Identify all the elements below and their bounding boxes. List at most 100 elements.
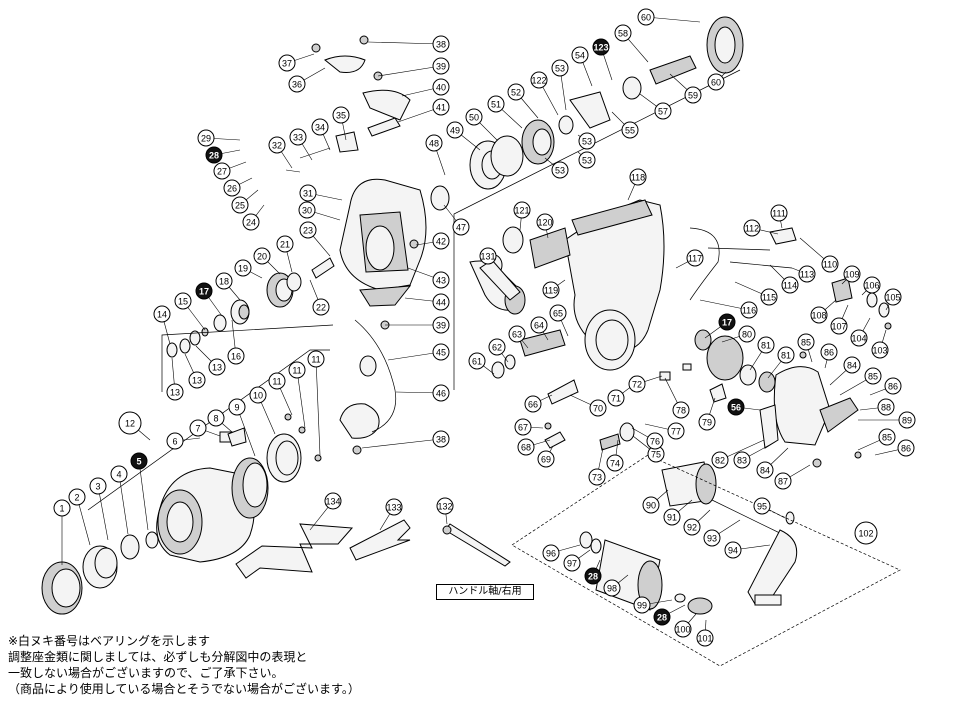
callout-number: 86 bbox=[901, 444, 911, 454]
callout-80: 80 bbox=[738, 325, 756, 343]
callout-number: 104 bbox=[851, 334, 866, 344]
callout-circle bbox=[311, 118, 329, 136]
callout-circle bbox=[653, 608, 671, 626]
callout-95: 95 bbox=[753, 497, 771, 515]
callout-circle bbox=[711, 451, 729, 469]
callout-number: 17 bbox=[722, 318, 732, 328]
callout-number: 96 bbox=[546, 549, 556, 559]
callout-circle bbox=[592, 38, 610, 56]
callout-78: 78 bbox=[672, 401, 690, 419]
callout-number: 45 bbox=[436, 348, 446, 358]
callout-11a: 11 bbox=[268, 372, 286, 390]
leader-line-3 bbox=[97, 485, 109, 541]
callout-132: 132 bbox=[436, 497, 454, 515]
callout-18: 18 bbox=[215, 272, 233, 290]
callout-68: 68 bbox=[517, 438, 535, 456]
callout-number: 18 bbox=[219, 277, 229, 287]
leader-line-4 bbox=[118, 473, 129, 535]
callout-79: 79 bbox=[698, 413, 716, 431]
callout-number: 114 bbox=[783, 281, 797, 291]
callout-30: 30 bbox=[298, 201, 316, 219]
callout-circle bbox=[898, 411, 916, 429]
callout-number: 51 bbox=[491, 100, 501, 110]
callout-131: 131 bbox=[479, 247, 497, 265]
leader-line-38b bbox=[361, 438, 442, 449]
callout-circle bbox=[276, 235, 294, 253]
callout-number: 89 bbox=[902, 416, 912, 426]
callout-number: 43 bbox=[436, 276, 446, 286]
callout-9: 9 bbox=[228, 398, 246, 416]
callout-circle bbox=[727, 398, 745, 416]
callout-circle bbox=[488, 338, 506, 356]
callout-circle bbox=[432, 293, 450, 311]
callout-circle bbox=[854, 521, 878, 545]
leader-line-39a bbox=[377, 65, 442, 77]
callout-circle bbox=[118, 411, 142, 435]
callout-circle bbox=[884, 377, 902, 395]
callout-69: 69 bbox=[537, 450, 555, 468]
callout-circle bbox=[877, 398, 895, 416]
callout-54: 54 bbox=[571, 46, 589, 64]
callout-circle bbox=[465, 108, 483, 126]
callout-circle bbox=[654, 102, 672, 120]
callout-28b: 28 bbox=[584, 567, 602, 585]
callout-circle bbox=[234, 259, 252, 277]
callout-48: 48 bbox=[425, 134, 443, 152]
callout-64: 64 bbox=[530, 316, 548, 334]
callout-82: 82 bbox=[711, 451, 729, 469]
callout-number: 1 bbox=[59, 504, 64, 514]
callout-number: 16 bbox=[231, 352, 241, 362]
callout-number: 119 bbox=[544, 286, 558, 296]
callout-circle bbox=[821, 255, 839, 273]
callout-number: 112 bbox=[745, 224, 759, 234]
callout-49: 49 bbox=[446, 121, 464, 139]
callout-number: 88 bbox=[881, 403, 891, 413]
callout-circle bbox=[621, 121, 639, 139]
callout-89: 89 bbox=[898, 411, 916, 429]
callout-circle bbox=[231, 196, 249, 214]
callout-number: 7 bbox=[195, 424, 200, 434]
spool-assembly bbox=[41, 413, 322, 615]
callout-number: 8 bbox=[213, 414, 218, 424]
callout-circle bbox=[68, 488, 86, 506]
callout-15: 15 bbox=[174, 292, 192, 310]
callout-circle bbox=[288, 361, 306, 379]
callout-52: 52 bbox=[507, 83, 525, 101]
callout-number: 81 bbox=[781, 351, 791, 361]
callout-number: 2 bbox=[74, 493, 79, 503]
callout-86b: 86 bbox=[884, 377, 902, 395]
callout-circle bbox=[436, 497, 454, 515]
callout-number: 63 bbox=[512, 330, 522, 340]
callout-circle bbox=[299, 184, 317, 202]
callout-number: 115 bbox=[762, 293, 776, 303]
callout-circle bbox=[223, 179, 241, 197]
callout-number: 76 bbox=[650, 437, 660, 447]
callout-number: 94 bbox=[728, 546, 738, 556]
callout-number: 36 bbox=[292, 80, 302, 90]
callout-number: 105 bbox=[885, 293, 900, 303]
callout-circle bbox=[188, 371, 206, 389]
callout-number: 5 bbox=[136, 457, 141, 467]
callout-41: 41 bbox=[432, 98, 450, 116]
callout-circle bbox=[268, 136, 286, 154]
callout-circle bbox=[452, 218, 470, 236]
callout-2: 2 bbox=[68, 488, 86, 506]
callout-circle bbox=[674, 620, 692, 638]
callout-number: 65 bbox=[553, 309, 563, 319]
callout-24: 24 bbox=[242, 213, 260, 231]
callout-circle bbox=[863, 276, 881, 294]
callout-number: 67 bbox=[518, 423, 528, 433]
callout-39a: 39 bbox=[432, 57, 450, 75]
callout-circle bbox=[189, 419, 207, 437]
callout-number: 27 bbox=[217, 167, 227, 177]
callout-44: 44 bbox=[432, 293, 450, 311]
callout-number: 95 bbox=[757, 502, 767, 512]
callout-circle bbox=[871, 341, 889, 359]
callout-number: 53 bbox=[582, 156, 592, 166]
callout-45: 45 bbox=[432, 343, 450, 361]
callout-number: 22 bbox=[316, 303, 326, 313]
callout-circle bbox=[213, 162, 231, 180]
callout-76: 76 bbox=[646, 432, 664, 450]
callout-number: 3 bbox=[95, 482, 100, 492]
bail-arm bbox=[689, 227, 892, 330]
